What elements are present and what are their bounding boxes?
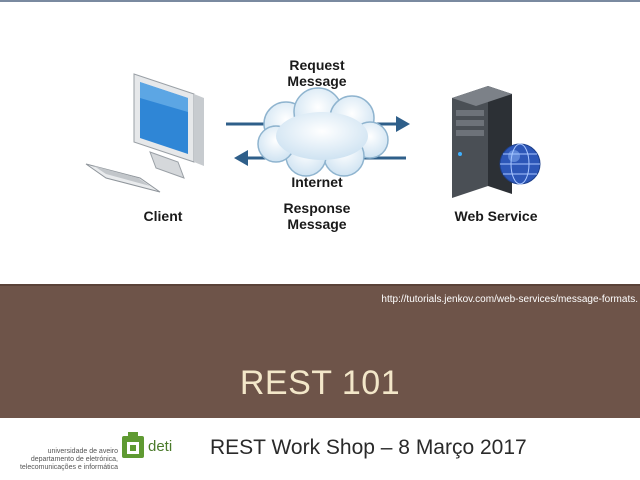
deti-logo-text: deti <box>148 438 173 455</box>
internet-cloud-icon <box>257 87 389 177</box>
response-message-label: Response Message <box>276 200 358 232</box>
request-label-line1: Request <box>289 57 345 73</box>
response-label-line2: Message <box>287 216 347 232</box>
top-rule <box>0 0 640 2</box>
university-line3: telecomunicações e informática <box>19 464 118 471</box>
slide-subtitle: REST Work Shop – 8 Março 2017 <box>210 436 527 459</box>
rest-diagram: Request Message Client Internet Response… <box>0 2 640 284</box>
globe-icon <box>499 143 541 185</box>
request-label-line2: Message <box>287 73 347 89</box>
request-message-label: Request Message <box>282 57 352 89</box>
client-computer-icon <box>85 73 204 193</box>
client-label: Client <box>143 208 183 224</box>
university-logo-text: universidade de aveiro departamento de e… <box>8 448 118 472</box>
university-line1: universidade de aveiro <box>47 448 118 455</box>
internet-label: Internet <box>291 174 343 190</box>
deti-logo-icon <box>122 432 144 458</box>
footer: universidade de aveiro departamento de e… <box>0 418 640 480</box>
source-url: http://tutorials.jenkov.com/web-services… <box>381 294 638 305</box>
university-line2: departamento de eletrónica, <box>30 456 118 463</box>
response-label-line1: Response <box>283 200 351 216</box>
diagram-graphics <box>85 73 541 198</box>
web-server-icon <box>452 86 512 198</box>
web-service-label: Web Service <box>454 208 538 224</box>
title-band: http://tutorials.jenkov.com/web-services… <box>0 284 640 418</box>
slide-title: REST 101 <box>239 364 401 402</box>
